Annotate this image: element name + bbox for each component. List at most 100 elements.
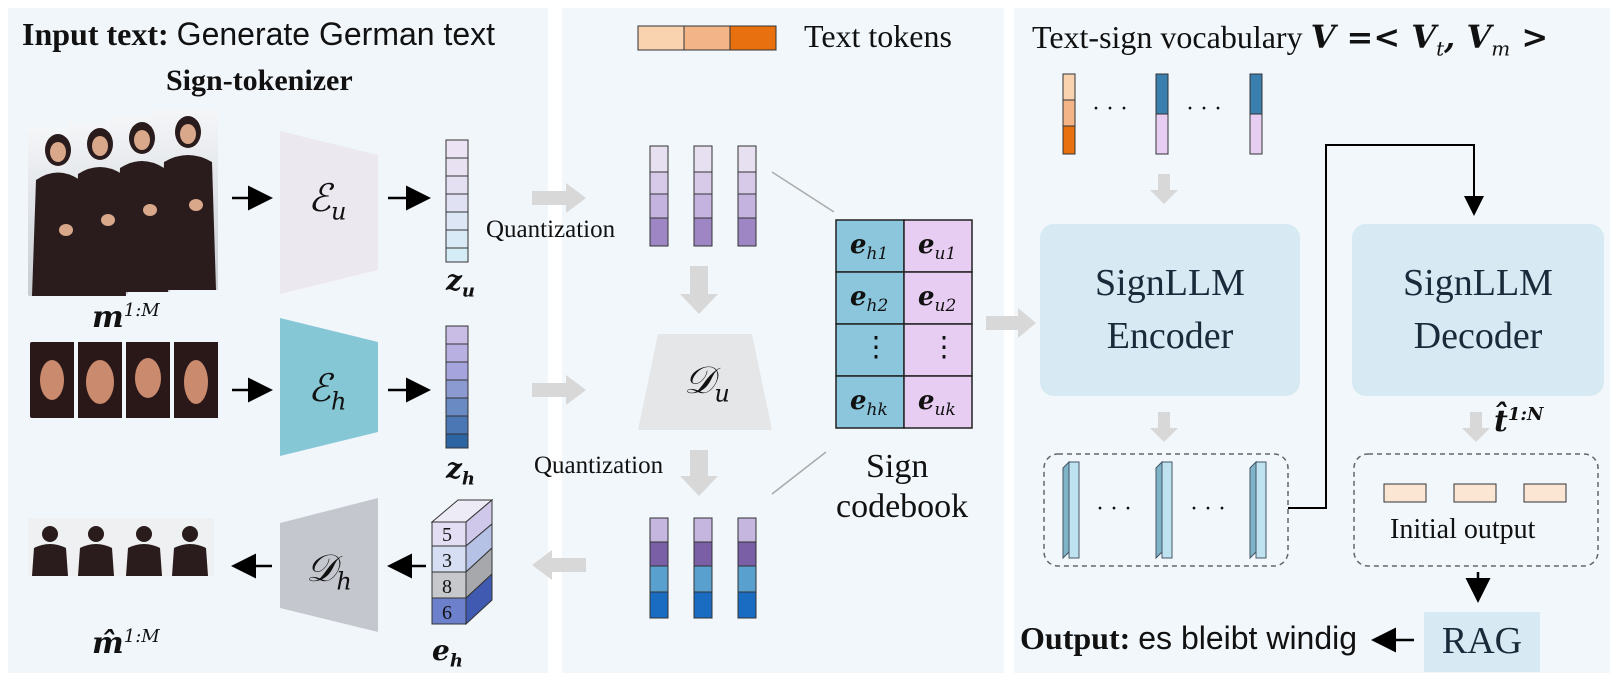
dh-sym: 𝒟: [306, 546, 337, 590]
initial-output-tokens: [1383, 483, 1567, 503]
decoder-dh-shape: [280, 498, 378, 632]
rag-label: RAG: [1441, 620, 1523, 663]
encoder-eh-label: ℰh: [308, 366, 346, 416]
vocab-label: Text-sign vocabulary: [1032, 19, 1303, 55]
m-sym: m: [92, 300, 124, 335]
embed-dots-1: · · ·: [1096, 496, 1132, 522]
cb-u1-sub: u1: [934, 244, 957, 265]
zh-sub: h: [461, 468, 475, 490]
input-text-row: Input text: Generate German text: [22, 16, 495, 53]
encoder-eu-label: ℰu: [308, 176, 346, 226]
zh-column: [445, 325, 469, 449]
vocab-m-sub: m: [1491, 36, 1511, 61]
encoder-line2: Encoder: [1106, 315, 1234, 357]
rag-box: RAG: [1424, 612, 1540, 672]
vocab-m-part: , V: [1444, 18, 1492, 56]
reconstructed-image: [28, 518, 214, 576]
output-value: es bleibt windig: [1138, 620, 1358, 656]
code-index-1: 3: [442, 550, 452, 572]
zh-label: zh: [446, 452, 475, 490]
codebook-line-bottom: [771, 451, 827, 495]
initial-output-box: [1353, 453, 1599, 567]
connector-encoder-to-decoder: [1288, 144, 1484, 509]
codebook-cell-u2: eu2: [918, 282, 957, 317]
that-sym: t̂: [1494, 404, 1508, 439]
codebook-cell-uk: euk: [918, 386, 956, 421]
text-tokens-legend-bar: [637, 25, 777, 51]
decoder-line1: SignLLM: [1403, 261, 1553, 304]
zu-label: zu: [446, 264, 475, 302]
codebook-cell-dots-right: ⋮: [930, 332, 958, 363]
eh-sym: ℰ: [308, 366, 332, 410]
grey-arrows: [532, 174, 1490, 580]
vocab-dots-2: · · ·: [1186, 96, 1222, 122]
encoder-eu-shape: [280, 131, 378, 294]
signllm-encoder-box: SignLLM Encoder: [1040, 224, 1300, 396]
decoder-du-label: 𝒟u: [684, 358, 730, 408]
sign-tokenizer-title: Sign-tokenizer: [166, 64, 353, 97]
embedding-bars: [1062, 460, 1267, 560]
code-index-2: 8: [442, 576, 452, 598]
quant-top-columns: [649, 145, 757, 247]
embed-dots-2: · · ·: [1190, 496, 1226, 522]
sign-codebook-table: [835, 219, 973, 429]
m-sup: 1:M: [123, 300, 160, 321]
eu-sym: ℰ: [308, 176, 332, 220]
output-row: Output: es bleibt windig: [1020, 620, 1357, 657]
vocab-columns: [1062, 73, 1263, 155]
codebook-cell-h1: eh1: [850, 230, 889, 265]
code-index-3: 6: [442, 602, 452, 624]
input-label: Input text:: [22, 16, 169, 52]
m-label: m1:M: [92, 300, 160, 335]
codebook-title-line2: codebook: [836, 488, 969, 525]
eh-label: eh: [432, 634, 463, 672]
quantization-bottom-label: Quantization: [534, 452, 664, 479]
decoder-du-shape: [638, 334, 772, 430]
that-sup: 1:N: [1507, 404, 1544, 425]
encoder-line1: SignLLM: [1095, 261, 1245, 304]
cb-u2-sub: u2: [934, 296, 957, 317]
codebook-cell-hk: ehk: [850, 386, 888, 421]
eh-sub: h: [331, 387, 347, 416]
output-label: Output:: [1020, 620, 1131, 656]
eu-sub: u: [331, 197, 347, 226]
vocab-formula: V =< V: [1310, 18, 1437, 56]
codebook-cell-h2: eh2: [850, 282, 889, 317]
signllm-decoder-box: SignLLM Decoder: [1352, 224, 1604, 396]
vocab-close: >: [1510, 18, 1549, 56]
initial-output-label: Initial output: [1390, 514, 1536, 545]
mhat-label: m̂1:M: [92, 626, 160, 661]
input-value: Generate German text: [176, 16, 496, 52]
codebook-title-line1: Sign: [866, 448, 929, 485]
decoder-line2: Decoder: [1413, 315, 1543, 357]
vocab-t-sub: t: [1436, 36, 1445, 61]
quantization-top-label: Quantization: [486, 216, 616, 243]
eh-lat-sub: h: [449, 650, 463, 672]
decoder-dh-label: 𝒟h: [306, 546, 352, 596]
codebook-line-top: [771, 171, 835, 213]
du-sub: u: [714, 379, 730, 408]
mhat-sup: 1:M: [123, 626, 160, 647]
dh-sub: h: [336, 567, 352, 596]
vocab-row: Text-sign vocabulary V =< Vt, Vm >: [1032, 18, 1548, 60]
mhat-sym: m̂: [92, 626, 124, 661]
reconstructed-frames: [28, 518, 214, 576]
t-hat-label: t̂1:N: [1494, 404, 1543, 439]
encoder-eh-shape: [280, 318, 378, 456]
zu-column: [445, 139, 469, 263]
hand-crops-image: [30, 342, 218, 418]
video-frames-top: [28, 110, 218, 296]
code-index-0: 5: [442, 524, 452, 546]
quant-bottom-columns: [649, 517, 757, 619]
cb-hk-sub: hk: [866, 400, 888, 421]
cb-h1-sub: h1: [866, 244, 889, 265]
codebook-cell-dots-left: ⋮: [862, 332, 890, 363]
cb-h2-sub: h2: [866, 296, 889, 317]
codebook-cell-u1: eu1: [918, 230, 957, 265]
zu-sym: z: [446, 264, 462, 297]
eh-stacked-blocks: [430, 498, 494, 626]
vocab-dots-1: · · ·: [1092, 96, 1128, 122]
text-tokens-label: Text tokens: [804, 18, 952, 54]
zu-sub: u: [461, 280, 475, 302]
